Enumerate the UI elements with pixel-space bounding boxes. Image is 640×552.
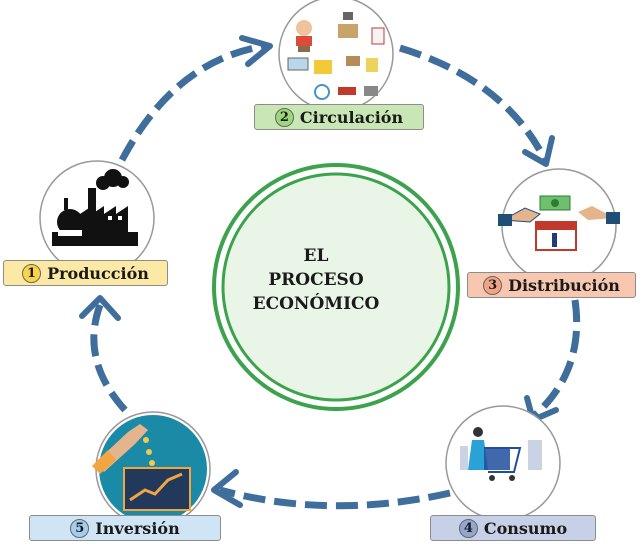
arrow-distribution-to-consumption — [532, 299, 581, 418]
step-text-distribution: Distribución — [508, 275, 620, 295]
step-number-2: 2 — [274, 107, 294, 127]
arrow-circulation-to-distribution — [398, 44, 549, 162]
logistics-collage-icon — [287, 12, 385, 100]
arrowhead-1 — [239, 35, 273, 67]
step-text-consumption: Consumo — [483, 518, 568, 538]
shopping-cart-icon — [460, 427, 542, 481]
step-label-distribution: 3 Distribución — [467, 272, 636, 298]
step-label-investment: 5 Inversión — [29, 515, 221, 541]
step-number-1: 1 — [22, 263, 42, 283]
arrow-investment-to-production — [90, 303, 128, 413]
arrow-consumption-to-investment — [219, 486, 451, 510]
center-title-line-2: PROCESO — [268, 270, 364, 290]
step-number-4: 4 — [458, 518, 478, 538]
arrowhead-2 — [522, 135, 555, 167]
step-label-consumption: 4 Consumo — [430, 515, 596, 541]
node-production — [39, 160, 155, 276]
center-circle — [212, 163, 460, 411]
step-label-circulation: 2 Circulación — [254, 104, 424, 130]
center-title: EL PROCESO ECONÓMICO — [226, 244, 406, 316]
step-text-production: Producción — [47, 263, 149, 283]
node-circulation — [278, 0, 394, 112]
step-text-circulation: Circulación — [299, 107, 404, 127]
center-title-line-1: EL — [303, 246, 329, 266]
step-text-investment: Inversión — [95, 518, 180, 538]
investment-growth-icon — [92, 415, 207, 523]
arrowhead-4 — [211, 469, 243, 508]
step-label-production: 1 Producción — [3, 260, 168, 286]
arrow-production-to-circulation — [118, 42, 266, 162]
arrowhead-5 — [79, 295, 121, 321]
factory-icon — [52, 169, 138, 246]
step-number-5: 5 — [70, 518, 90, 538]
step-number-3: 3 — [483, 275, 503, 295]
center-title-line-3: ECONÓMICO — [252, 294, 380, 314]
node-distribution — [498, 168, 620, 284]
cycle-arrows — [90, 42, 581, 510]
money-handover-calendar-icon — [498, 195, 620, 251]
node-consumption — [445, 405, 561, 521]
node-investment — [92, 411, 211, 527]
